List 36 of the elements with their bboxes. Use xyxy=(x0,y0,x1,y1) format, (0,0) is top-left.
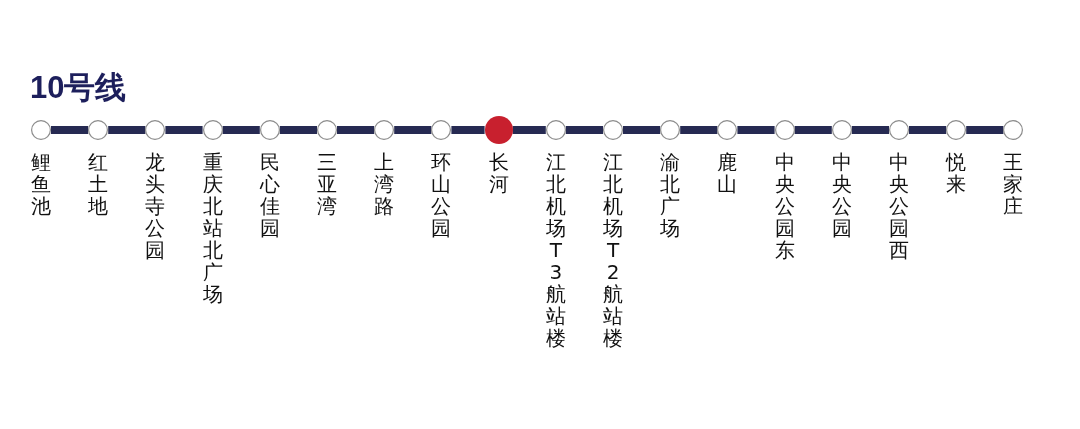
track-line xyxy=(51,126,89,134)
track-line xyxy=(794,126,832,134)
track-line xyxy=(165,126,203,134)
track-line xyxy=(680,126,718,134)
track-line xyxy=(737,126,775,134)
station-name: 江北机场T2航站楼 xyxy=(602,151,624,349)
station-name: 中央公园西 xyxy=(888,151,910,261)
station-name: 鹿山 xyxy=(716,151,738,195)
station-name: 长河 xyxy=(488,151,510,195)
station-name: 三亚湾 xyxy=(316,151,338,217)
station-name: 红土地 xyxy=(87,151,109,217)
station-name: 龙头寺公园 xyxy=(144,151,166,261)
track-line xyxy=(451,126,485,134)
station-name: 环山公园 xyxy=(430,151,452,239)
track-line xyxy=(279,126,317,134)
station-name: 民心佳园 xyxy=(259,151,281,239)
station-name: 渝北广场 xyxy=(659,151,681,239)
track-line xyxy=(512,126,546,134)
track-line xyxy=(966,126,1004,134)
station-name: 中央公园东 xyxy=(774,151,796,261)
station-name: 重庆北站北广场 xyxy=(202,151,224,305)
station-name: 中央公园 xyxy=(831,151,853,239)
track-line xyxy=(337,126,375,134)
station-name: 悦来 xyxy=(945,151,967,195)
track-line xyxy=(108,126,146,134)
track-line xyxy=(222,126,260,134)
track-line xyxy=(565,126,603,134)
station-name: 王家庄 xyxy=(1002,151,1024,217)
track-line xyxy=(909,126,947,134)
line-title: 10号线 xyxy=(30,70,127,106)
station-name: 鲤鱼池 xyxy=(30,151,52,217)
track-line xyxy=(394,126,432,134)
track-line xyxy=(623,126,661,134)
track-line xyxy=(851,126,889,134)
station-name: 江北机场T3航站楼 xyxy=(545,151,567,349)
station-name: 上湾路 xyxy=(373,151,395,217)
